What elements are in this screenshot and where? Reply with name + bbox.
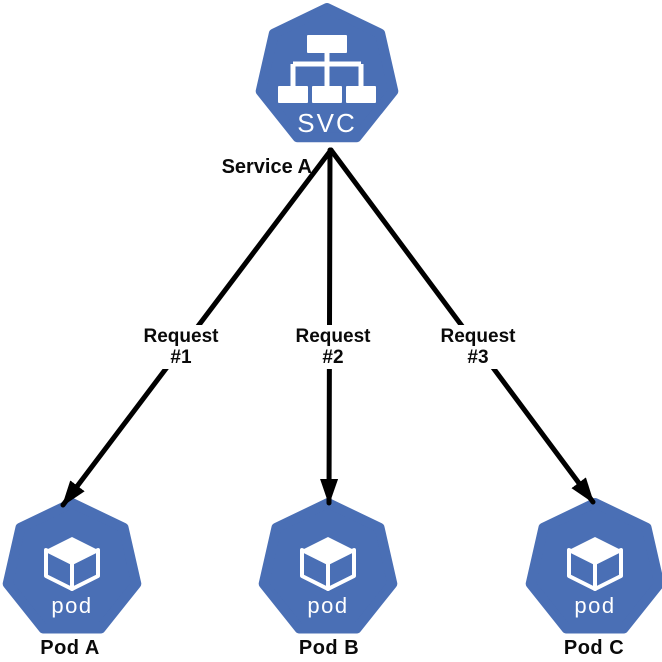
- pod-a-icon-label: pod: [51, 593, 92, 618]
- request-1-label: Request #1: [139, 325, 223, 369]
- request-3-label: Request #3: [436, 325, 520, 369]
- pod-c-icon: pod: [525, 498, 662, 634]
- cube-icon: [567, 537, 623, 591]
- request-1-line1: Request: [143, 326, 219, 347]
- pod-a-icon: pod: [2, 498, 142, 634]
- request-1-line2: #1: [170, 347, 192, 368]
- pod-b-icon-label: pod: [307, 593, 348, 618]
- cube-icon: [300, 537, 356, 591]
- request-2-line1: Request: [295, 326, 371, 347]
- pod-c-name-label: Pod C: [563, 637, 625, 659]
- request-3-line2: #3: [467, 347, 489, 368]
- cube-icon: [44, 537, 100, 591]
- sitemap-icon: [278, 35, 376, 103]
- pod-b-name-label: Pod B: [298, 637, 360, 659]
- service-icon-label: SVC: [297, 108, 356, 138]
- request-2-line2: #2: [322, 347, 344, 368]
- service-icon: SVC: [255, 3, 399, 143]
- request-3-line1: Request: [440, 326, 516, 347]
- pod-c-icon-label: pod: [574, 593, 615, 618]
- service-name-label: Service A: [221, 156, 312, 178]
- pod-a-name-label: Pod A: [40, 637, 100, 659]
- request-2-label: Request #2: [291, 325, 375, 369]
- pod-b-icon: pod: [258, 498, 398, 634]
